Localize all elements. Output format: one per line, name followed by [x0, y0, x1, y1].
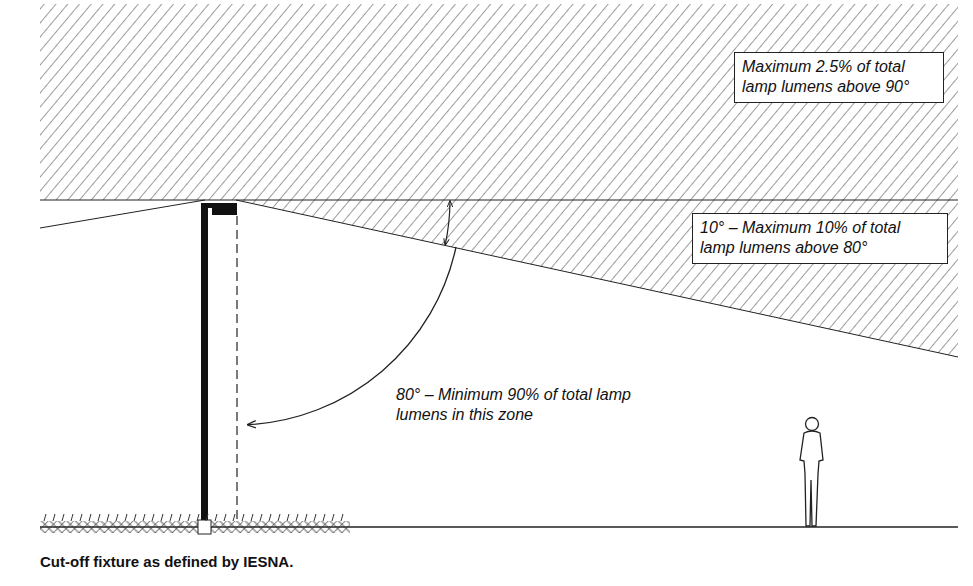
callout-box: 10° – Maximum 10% of total lamp lumens a… — [692, 213, 948, 264]
above-90-zone — [40, 4, 958, 200]
cutoff-line — [236, 200, 958, 357]
callout-box: Maximum 2.5% of total lamp lumens above … — [734, 52, 944, 103]
pole-base — [198, 520, 211, 534]
soil — [40, 521, 350, 533]
zone-note: 80° – Minimum 90% of total lamp lumens i… — [393, 384, 649, 426]
horizontal-line — [40, 200, 958, 201]
wedge-zone — [236, 200, 958, 357]
figure-caption: Cut-off fixture as defined by IESNA. — [40, 553, 293, 571]
luminaire — [212, 206, 237, 215]
callout-text: 10° – Maximum 10% of total lamp lumens a… — [700, 218, 938, 258]
pole — [201, 203, 208, 525]
person-silhouette — [800, 418, 823, 527]
cutoff-line-left — [40, 200, 205, 228]
nadir-line — [236, 216, 237, 522]
callout-text: Maximum 2.5% of total lamp lumens above … — [742, 57, 934, 97]
grass — [44, 514, 343, 521]
angle-arc-10 — [445, 201, 450, 245]
